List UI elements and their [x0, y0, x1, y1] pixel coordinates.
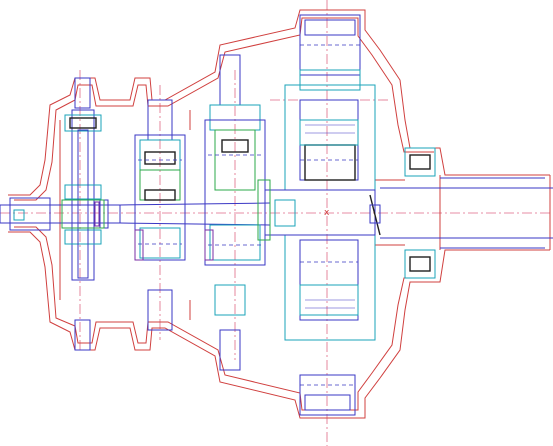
- planetary-stage: x: [264, 14, 381, 416]
- housing-outline: [8, 9, 551, 419]
- vertical-shaft-assembly: [61, 77, 105, 351]
- output-shaft: [380, 147, 553, 279]
- misc-details: [134, 124, 381, 309]
- gear-set-2: [204, 54, 266, 371]
- gear-set-1: [134, 99, 186, 331]
- center-mark: x: [324, 208, 330, 218]
